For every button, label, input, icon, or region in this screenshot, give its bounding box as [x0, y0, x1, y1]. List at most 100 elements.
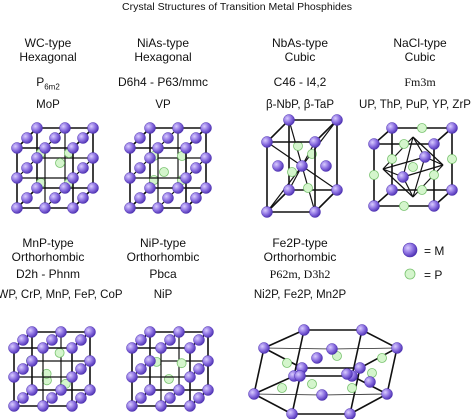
metal-atom [180, 142, 192, 154]
legend-phosphorus-sphere [404, 268, 416, 280]
metal-atom [126, 371, 138, 383]
metal-atom [135, 363, 147, 375]
phosphorus-atom [447, 154, 457, 164]
structure-nacl-unit-cell [368, 122, 458, 212]
compounds-nip: NiP [153, 289, 173, 301]
metal-atom [59, 182, 71, 194]
metal-atom [21, 192, 33, 204]
metal-atom [364, 376, 376, 388]
space-group-nip: Pbca [149, 267, 177, 281]
metal-atom [11, 172, 23, 184]
phosphorus-atom [287, 167, 297, 177]
metal-atom [124, 172, 136, 184]
phosphorus-atom [282, 358, 292, 368]
crystal-system-mnp: Orthorhombic [11, 250, 85, 264]
metal-atom [248, 388, 260, 400]
metal-atom [172, 122, 184, 134]
metal-atom [311, 352, 323, 364]
metal-atom [75, 392, 87, 404]
compounds-fe2p: Ni2P, Fe2P, Mn2P [253, 289, 347, 301]
metal-atom [144, 152, 156, 164]
metal-atom [296, 160, 308, 172]
metal-atom [66, 400, 78, 412]
bond-line [382, 156, 426, 170]
metal-atom [67, 172, 79, 184]
structure-type-mnp: MnP-type [22, 236, 74, 250]
metal-atom [184, 371, 196, 383]
metal-atom [59, 122, 71, 134]
metal-atom [135, 334, 147, 346]
space-group-nias: D6h4 - P63/mmc [117, 75, 209, 89]
metal-atom [67, 202, 79, 214]
metal-atom [134, 132, 146, 144]
metal-atom [144, 355, 156, 367]
structure-nip-unit-cell [126, 326, 214, 412]
metal-atom [200, 152, 212, 164]
bond-line [253, 375, 295, 395]
structure-nias-unit-cell [124, 122, 212, 214]
structure-mnp-unit-cell [8, 326, 96, 412]
metal-atom [446, 122, 458, 134]
metal-atom [202, 326, 214, 338]
structure-type-nbas: NbAs-type [271, 36, 329, 50]
metal-atom [309, 136, 321, 148]
metal-atom [37, 400, 49, 412]
metal-atom [173, 326, 185, 338]
space-group-wc: P6m2 [36, 75, 60, 92]
compounds-nacl: UP, ThP, PuP, YP, ZrP [359, 99, 471, 111]
structure-type-nip: NiP-type [139, 236, 187, 250]
phosphorus-atom [55, 158, 65, 168]
phosphorus-atom [293, 141, 303, 151]
figure-title: Crystal Structures of Transition Metal P… [122, 1, 352, 13]
metal-atom [17, 363, 29, 375]
structure-type-nacl: NaCl-type [393, 36, 447, 50]
phosphorus-atom [417, 185, 427, 195]
metal-atom [66, 342, 78, 354]
legend-phosphorus-label: = P [424, 268, 443, 282]
legend-metal-sphere [402, 242, 418, 258]
structure-fe2p-unit-cell [248, 324, 403, 419]
metal-atom [180, 202, 192, 214]
metal-atom [202, 355, 214, 367]
metal-atom [341, 368, 353, 380]
metal-atom [144, 182, 156, 194]
metal-atom [144, 326, 156, 338]
phosphorus-atom [399, 139, 409, 149]
metal-atom [26, 384, 38, 396]
compounds-mnp: WP, CrP, MnP, FeP, CoP [0, 289, 123, 301]
space-group-wc-sub: 6m2 [44, 82, 60, 92]
metal-atom [193, 334, 205, 346]
metal-atom [391, 342, 403, 354]
bond-line [331, 347, 398, 350]
crystal-system-nias: Hexagonal [134, 50, 192, 64]
structure-nbas-unit-cell [261, 114, 343, 218]
metal-atom [193, 392, 205, 404]
metal-atom [331, 114, 343, 126]
metal-atom [331, 184, 343, 196]
bond-line [253, 347, 265, 395]
metal-atom [87, 122, 99, 134]
metal-atom [261, 206, 273, 218]
metal-atom [286, 408, 298, 419]
metal-atom [84, 384, 96, 396]
metal-atom [46, 392, 58, 404]
legend-metal-label: = M [424, 244, 445, 258]
metal-atom [162, 132, 174, 144]
metal-atom [419, 151, 431, 163]
metal-atom [368, 138, 380, 150]
metal-atom [202, 384, 214, 396]
metal-atom [49, 192, 61, 204]
metal-atom [84, 326, 96, 338]
bond-line [253, 393, 293, 415]
metal-atom [8, 400, 20, 412]
phosphorus-atom [176, 358, 187, 369]
compounds-nbas: β-NbP, β-TaP [266, 99, 334, 111]
metal-atom [294, 370, 306, 382]
metal-atom [39, 142, 51, 154]
metal-atom [316, 389, 328, 401]
crystal-system-fe2p: Orthorhombic [263, 250, 337, 264]
phosphorus-atom [159, 167, 169, 177]
bond-line [263, 347, 303, 369]
metal-atom [428, 138, 440, 150]
metal-atom [21, 132, 33, 144]
